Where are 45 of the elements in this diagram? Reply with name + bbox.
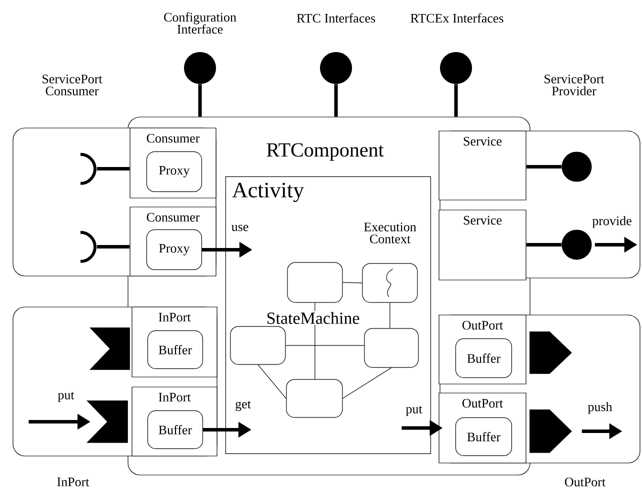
diagram-label: StateMachine — [265, 311, 361, 325]
connector — [258, 364, 286, 399]
connector — [96, 244, 130, 248]
state-box — [230, 326, 286, 365]
node-caption: Configuration Interface — [164, 12, 236, 34]
interface-circle — [562, 152, 592, 182]
rounded-box: Buffer — [147, 330, 203, 369]
state-box — [364, 328, 419, 368]
socket-symbol — [80, 152, 96, 185]
rounded-box: Proxy — [146, 229, 202, 270]
node-label: ServicePort Provider — [544, 74, 604, 96]
connector — [96, 166, 130, 170]
edge-label: get — [234, 400, 252, 412]
node-label: ServicePort Consumer — [42, 74, 102, 96]
state-box — [286, 379, 343, 418]
edge-label: push — [586, 401, 614, 415]
connector — [198, 84, 202, 117]
connector — [342, 367, 392, 399]
rounded-box: Buffer — [455, 417, 512, 456]
rounded-box: Proxy — [146, 151, 202, 192]
node-label: OutPort — [564, 478, 606, 486]
port-box: Service — [438, 130, 526, 200]
edge-label: put — [404, 404, 424, 418]
outport-symbol — [530, 332, 572, 374]
connector — [454, 84, 458, 117]
connector — [526, 164, 562, 168]
inport-symbol — [86, 400, 128, 443]
rounded-box: Buffer — [455, 338, 512, 378]
connector — [285, 345, 364, 346]
connector — [526, 242, 562, 246]
node-caption: RTCEx Interfaces — [410, 13, 504, 23]
interface-circle — [562, 230, 592, 260]
connector — [342, 282, 362, 284]
edge-label: provide — [591, 215, 633, 229]
connector — [334, 84, 338, 117]
node-caption: RTC Interfaces — [296, 13, 376, 23]
node-caption: Execution Context — [364, 222, 416, 244]
node-label: InPort — [57, 478, 90, 486]
edge-label: put — [56, 390, 76, 404]
state-box — [287, 262, 343, 303]
inport-symbol — [90, 328, 130, 370]
rounded-box: Buffer — [147, 410, 203, 449]
outport-symbol — [530, 410, 572, 453]
port-box: Service — [438, 210, 526, 280]
socket-symbol — [80, 230, 96, 263]
